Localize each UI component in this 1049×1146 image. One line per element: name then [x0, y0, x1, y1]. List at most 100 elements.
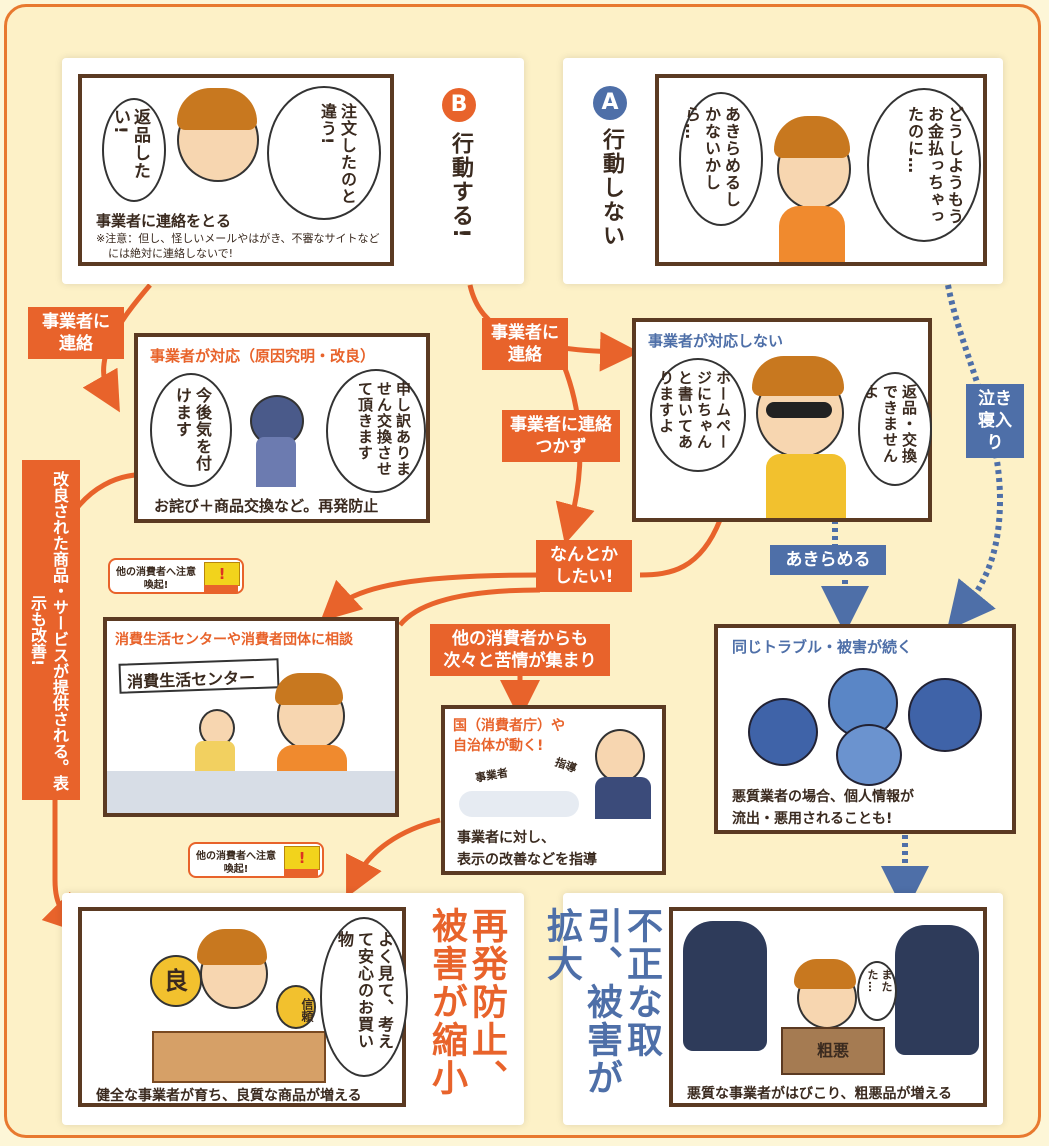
- tag-contact-mid: 事業者に連絡: [482, 318, 568, 370]
- bowing-man-body: [256, 437, 296, 487]
- bubble-chumon-text: 注文したのと違う!: [318, 103, 357, 205]
- panel-gov-caption1: 事業者に対し、: [457, 830, 555, 846]
- bubble-doushiyou-text: どうしようもうお金払っちゃったのに…: [905, 106, 964, 225]
- note-b-line1: ※注意：但し、怪しいメールやはがき、不審なサイトなど: [96, 232, 380, 245]
- warn-base-2: [284, 869, 318, 876]
- arrow-somehow-to-center: [320, 572, 541, 622]
- panel-norespond: 事業者が対応しない ホームページにちゃんと書いてありますよ 返品・交換できません…: [632, 318, 932, 522]
- bubble-yokumite-text: よく見て、考えて安心のお買い物: [335, 931, 394, 1050]
- seller-hair: [752, 356, 844, 396]
- bubble-homepage: [650, 358, 746, 472]
- bubble-akirameru: [679, 92, 763, 226]
- panel-consumer-center: 消費生活センターや消費者団体に相談 消費生活センター: [103, 617, 399, 817]
- bubble-henpin-dekimasen-text: 返品・交換できませんよ: [862, 384, 918, 464]
- bad-box: 粗悪: [781, 1027, 885, 1075]
- panel-b-comic: 返品したい! 注文したのと違う! 事業者に連絡をとる ※注意：但し、怪しいメール…: [78, 74, 394, 266]
- warn-consumers-1: 他の消費者へ注意喚起! !: [108, 558, 244, 594]
- panel-gov-title2: 自治体が動く!: [453, 738, 544, 754]
- arrow-a-to-cry: [945, 284, 1004, 631]
- angry-man-hair: [177, 88, 257, 130]
- staff-body: [195, 741, 235, 771]
- bubble-yokumite: [320, 917, 408, 1077]
- bubble-moushiwake-text: 申し訳ありません交換させて頂きます: [356, 381, 412, 477]
- warn-text-1: 他の消費者へ注意喚起!: [116, 567, 196, 591]
- staff-head: [199, 709, 235, 747]
- tag-contact-left: 事業者に連絡: [28, 307, 124, 359]
- official-body: [595, 777, 651, 819]
- bubble-matata-text: またた…: [866, 969, 893, 993]
- center-desk: [107, 771, 395, 813]
- panel-center-title: 消費生活センターや消費者団体に相談: [115, 632, 353, 648]
- sad-woman-hair: [774, 116, 850, 158]
- caption-b: 事業者に連絡をとる: [96, 212, 232, 230]
- arrow-somehow-to-complaints: [398, 587, 541, 627]
- panel-respond-title: 事業者が対応（原因究明・改良）: [150, 347, 376, 365]
- tag-somehow: なんとかしたい!: [536, 540, 632, 592]
- panel-same-trouble: 同じトラブル・被害が続く 悪質業者の場合、個人情報が 流出・悪用されることも!: [714, 624, 1016, 834]
- arrow-gov-to-bottom: [346, 817, 441, 898]
- consumer-hair: [275, 673, 343, 705]
- official-head: [595, 729, 645, 783]
- tag-giveup: あきらめる: [770, 545, 886, 575]
- panel-gov-title1: 国（消費者庁）や: [453, 718, 565, 734]
- happy-woman-hair: [197, 929, 267, 965]
- panel-norespond-title: 事業者が対応しない: [648, 332, 784, 350]
- warn-icon-1: !: [204, 562, 240, 586]
- bubble-kongo: [150, 373, 232, 487]
- bubble-homepage-text: ホームページにちゃんと書いてありますよ: [657, 370, 732, 450]
- mark-good: 良: [150, 955, 202, 1007]
- panel-government: 国（消費者庁）や 自治体が動く! 事業者 指導 事業者に対し、 表示の改善などを…: [441, 705, 666, 875]
- tag-no-contact: 事業者に連絡つかず: [502, 410, 620, 462]
- bubble-kongo-text: 今後気を付けます: [173, 387, 212, 472]
- panel-same-caption1: 悪質業者の場合、個人情報が: [732, 789, 914, 805]
- card-b-act: 返品したい! 注文したのと違う! 事業者に連絡をとる ※注意：但し、怪しいメール…: [62, 58, 524, 284]
- bottom-right-big: 不正な取引、被害が拡大: [541, 907, 662, 1097]
- tag-cry: 泣き寝入り: [966, 384, 1024, 458]
- card-bottom-left: 良 信頼 よく見て、考えて安心のお買い物 健全な事業者が育ち、良質な商品が増える…: [62, 893, 524, 1125]
- bubble-akirameru-text: あきらめるしかないかしら…: [682, 106, 741, 208]
- monster-right: [895, 925, 979, 1055]
- warn-base-1: [204, 585, 238, 592]
- victim-head-4: [836, 724, 902, 786]
- panel-respond-caption: お詫び＋商品交換など。再発防止: [154, 497, 379, 515]
- tag-vertical-left: 改良された商品・サービスが提供される。表示も改善!: [22, 460, 80, 800]
- gov-crowd: [459, 791, 579, 817]
- mark-trust: 信頼: [276, 985, 316, 1029]
- bubble-doushiyou: [867, 88, 981, 242]
- panel-gov-caption2: 表示の改善などを指導: [457, 852, 597, 868]
- panel-good-outcome: 良 信頼 よく見て、考えて安心のお買い物 健全な事業者が育ち、良質な商品が増える: [78, 907, 408, 1107]
- mark-good-text: 良: [164, 967, 188, 995]
- bubble-moushiwake: [326, 369, 426, 493]
- gov-label-business: 事業者: [474, 766, 509, 785]
- victim-head-1: [748, 698, 818, 766]
- panel-bad-outcome: またた… 粗悪 悪質な事業者がはびこり、粗悪品が増える: [669, 907, 987, 1107]
- label-a-noact: 行動しない: [599, 128, 624, 248]
- bad-box-text: 粗悪: [816, 1041, 849, 1060]
- panel-a-comic: あきらめるしかないかしら… どうしようもうお金払っちゃったのに…: [655, 74, 987, 266]
- bottom-left-caption: 健全な事業者が育ち、良質な商品が増える: [96, 1088, 362, 1104]
- panel-respond: 事業者が対応（原因究明・改良） 今後気を付けます 申し訳ありません交換させて頂き…: [134, 333, 430, 523]
- mark-trust-text: 信頼: [300, 998, 314, 1022]
- bubble-chumon: [267, 86, 381, 220]
- arrow-norespond-to-somehow: [639, 519, 723, 578]
- seller-body: [766, 454, 846, 518]
- tag-many-complaints: 他の消費者からも次々と苦情が集まり: [430, 624, 610, 676]
- warn-consumers-2: 他の消費者へ注意喚起! !: [188, 842, 324, 878]
- sad-woman-body: [779, 206, 845, 262]
- warn-icon-2: !: [284, 846, 320, 870]
- bubble-henpin-dekimasen: [858, 372, 932, 486]
- panel-same-title: 同じトラブル・被害が続く: [732, 638, 913, 656]
- panel-same-caption2: 流出・悪用されることも!: [732, 811, 893, 827]
- bubble-matata: [857, 961, 897, 1021]
- scared-woman-hair: [794, 959, 856, 989]
- warn-text-2: 他の消費者へ注意喚起!: [196, 851, 276, 875]
- card-bottom-right: 不正な取引、被害が拡大 またた… 粗悪 悪質な事業者がはびこり、粗悪品が増える: [541, 893, 1003, 1125]
- monster-left: [683, 921, 767, 1051]
- victim-head-3: [908, 678, 982, 752]
- bubble-henpin: [102, 98, 166, 202]
- tag-vertical-left-text: 改良された商品・サービスが提供される。表示も改善!: [28, 471, 69, 791]
- center-sign: 消費生活センター: [118, 658, 280, 694]
- bottom-right-caption: 悪質な事業者がはびこり、粗悪品が増える: [687, 1086, 953, 1102]
- label-b-act: 行動する!: [448, 132, 473, 241]
